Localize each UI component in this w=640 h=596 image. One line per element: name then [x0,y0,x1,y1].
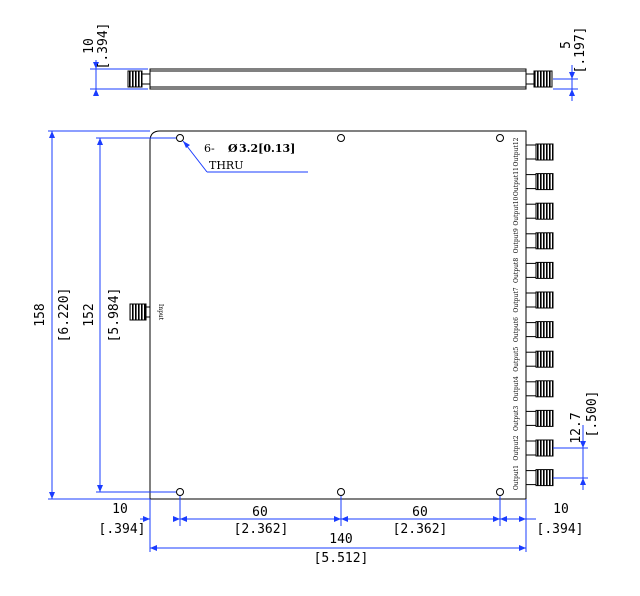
overall-width-value: 140 [329,532,352,547]
output-label: Output11 [513,167,520,196]
overall-height-inch: [6.220] [57,288,72,343]
output-connector: Output1 [513,465,554,490]
output-connectors: Output12Output11Output10Output9Output8Ou… [513,137,554,490]
output-connector-icon [535,291,554,309]
output-connector: Output9 [513,228,554,253]
output-connector: Output10 [513,197,554,226]
pitch-left-value: 60 [252,505,268,520]
diameter-symbol: Ø [228,142,238,155]
edge-right-inch: [.394] [537,522,584,537]
output-label: Output7 [513,287,520,312]
side-input-connector-icon [127,70,151,88]
output-label: Output8 [513,258,520,283]
output-connector-icon [535,143,554,161]
mounting-hole [176,488,184,496]
hole-note-spec: 3.2[0.13] [239,142,295,155]
pitch-right-value: 60 [412,505,428,520]
top-view-body [149,130,527,500]
edge-right-value: 10 [553,502,569,517]
output-connector: Output3 [513,406,554,431]
output-label: Output3 [513,406,520,431]
hole-note-thru: THRU [209,159,243,172]
output-connector-icon [535,409,554,427]
mounting-hole [337,134,345,142]
mounting-hole [337,488,345,496]
pitch-left-inch: [2.362] [234,522,289,537]
output-label: Output12 [513,137,520,166]
side-view: 10 [.394] 5 [.197] [82,23,588,101]
input-label: Input [157,304,164,321]
output-connector-icon [535,232,554,250]
output-label: Output6 [513,317,520,342]
port-pitch-dimension: 12.7 [.500] [553,391,600,490]
output-connector: Output6 [513,317,554,342]
output-connector: Output2 [513,435,554,461]
output-connector: Output7 [513,287,554,313]
overall-width-inch: [5.512] [314,551,369,566]
side-height-inch: [.394] [96,23,111,70]
output-connector-icon [535,321,554,339]
output-connector-flange [525,470,537,486]
pitch-right-inch: [2.362] [393,522,448,537]
output-connector-flange [525,203,537,219]
connector-length-dimension: 5 [.197] [553,27,588,101]
mounting-hole [496,488,504,496]
connector-length-value: 5 [559,41,574,49]
edge-left-value: 10 [112,502,128,517]
connector-length-inch: [.197] [573,27,588,74]
output-label: Output9 [513,228,520,253]
output-connector-icon [535,173,554,191]
output-connector: Output12 [513,137,554,166]
output-label: Output2 [513,435,520,460]
output-connector-flange [525,144,537,160]
hole-span-value: 152 [82,303,97,326]
hole-span-dimension: 152 [5.984] [82,137,176,493]
output-connector-icon [535,439,554,457]
mounting-hole [496,134,504,142]
bottom-dimensions: 10 [.394] 60 [2.362] 60 [2.362] 10 [.394… [99,496,584,566]
overall-height-value: 158 [33,303,48,326]
mounting-holes [176,134,504,496]
output-connector-flange [525,410,537,426]
output-connector-icon [535,350,554,368]
output-connector: Output4 [513,376,554,401]
output-connector-icon [535,202,554,220]
output-connector-icon [535,380,554,398]
overall-height-dimension: 158 [6.220] [33,130,150,500]
output-connector-flange [525,233,537,249]
output-connector-flange [525,262,537,278]
output-connector-flange [525,322,537,338]
output-label: Output10 [513,197,520,226]
output-connector-flange [525,174,537,190]
output-label: Output1 [513,465,520,490]
output-connector-icon [535,261,554,279]
output-connector-flange [525,440,537,456]
side-height-value: 10 [82,38,97,54]
output-label: Output4 [513,376,520,401]
side-view-body [149,68,527,90]
hole-note-prefix: 6- [204,142,215,155]
port-pitch-inch: [.500] [585,391,600,438]
output-connector-flange [525,381,537,397]
output-connector-icon [535,469,554,487]
output-connector: Output8 [513,258,554,283]
mounting-hole [176,134,184,142]
input-connector-icon [129,303,147,321]
output-connector-flange [525,351,537,367]
input-connector: Input [129,303,164,321]
output-label: Output5 [513,346,520,371]
output-connector: Output5 [513,346,554,372]
side-height-dimension: 10 [.394] [82,23,148,96]
side-output-connector-icon [525,70,553,88]
output-connector-flange [525,292,537,308]
top-view: 6- Ø 3.2[0.13] THRU Input Output12Output… [33,130,600,566]
port-pitch-value: 12.7 [569,412,584,443]
hole-callout: 6- Ø 3.2[0.13] THRU [182,140,308,173]
output-connector: Output11 [513,167,554,196]
hole-span-inch: [5.984] [107,288,122,343]
edge-left-inch: [.394] [99,522,146,537]
